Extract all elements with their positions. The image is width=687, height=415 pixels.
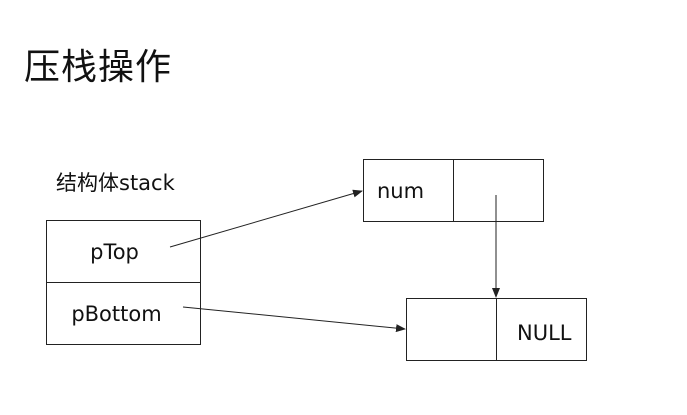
struct-field-pbottom-label: pBottom [71, 301, 162, 326]
arrow-pbottom-to-node-bottom [182, 306, 406, 333]
node-top-data: num [377, 178, 425, 203]
struct-field-ptop: pTop [47, 221, 200, 283]
node-bottom-next: NULL [517, 320, 572, 345]
node-bottom-data-cell [407, 299, 497, 360]
struct-box: pTop pBottom [46, 220, 201, 345]
struct-field-pbottom: pBottom [47, 283, 200, 344]
node-top-data-cell: num [364, 160, 454, 221]
page-title: 压栈操作 [24, 47, 173, 88]
struct-label: 结构体stack [56, 171, 175, 195]
node-top: num [363, 159, 544, 222]
struct-field-ptop-label: pTop [90, 239, 139, 264]
node-bottom-next-cell: NULL [497, 299, 586, 360]
arrow-ptop-to-node-top [169, 189, 363, 248]
node-bottom: NULL [406, 298, 587, 361]
